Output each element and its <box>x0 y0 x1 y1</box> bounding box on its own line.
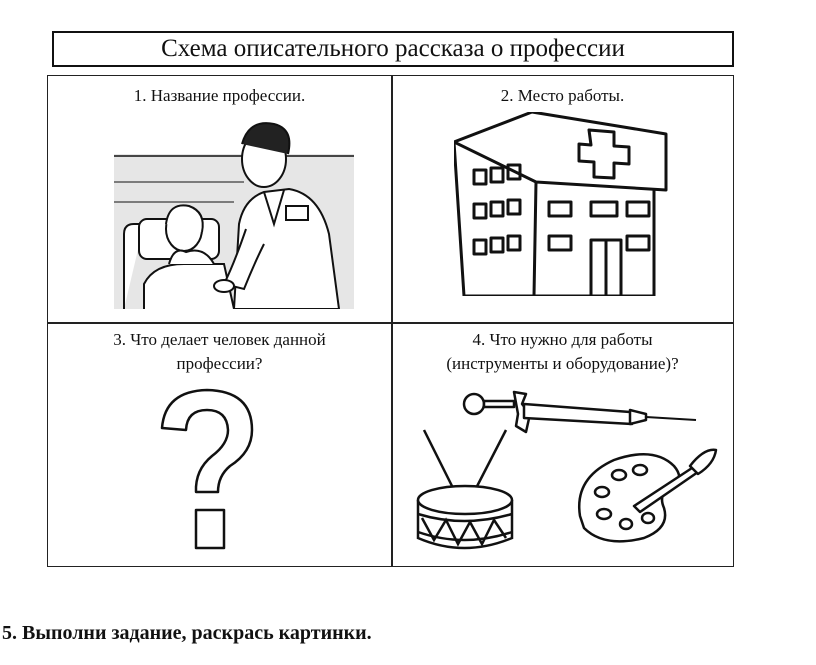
question-mark-picture <box>160 388 254 550</box>
cell-4-label: 4. Что нужно для работы (инструменты и о… <box>391 328 734 376</box>
cell-3-label: 3. Что делает человек данной профессии? <box>48 328 391 376</box>
task-instruction: 5. Выполни задание, раскрась картинки. <box>2 622 372 644</box>
cell-2-label: 2. Место работы. <box>500 86 625 105</box>
cell-4-label-line-1: 4. Что нужно для работы <box>472 330 653 349</box>
hospital-building-picture <box>454 112 668 296</box>
cell-4-label-line-2: (инструменты и оборудование)? <box>446 354 679 373</box>
table-divider-vertical <box>391 76 393 566</box>
palette-and-brush-picture <box>577 448 718 543</box>
syringe-picture <box>462 390 697 434</box>
cell-3-label-line-2: профессии? <box>176 354 263 373</box>
doctor-with-patient-picture <box>114 122 354 309</box>
table-divider-horizontal <box>48 322 733 324</box>
cell-1-label: 1. Название профессии. <box>133 86 306 105</box>
cell-3-label-line-1: 3. Что делает человек данной <box>113 330 326 349</box>
page-title: Схема описательного рассказа о профессии <box>52 31 734 67</box>
drum-picture <box>416 429 514 550</box>
scheme-table: 1. Название профессии. 2. Место работы. … <box>47 75 734 567</box>
